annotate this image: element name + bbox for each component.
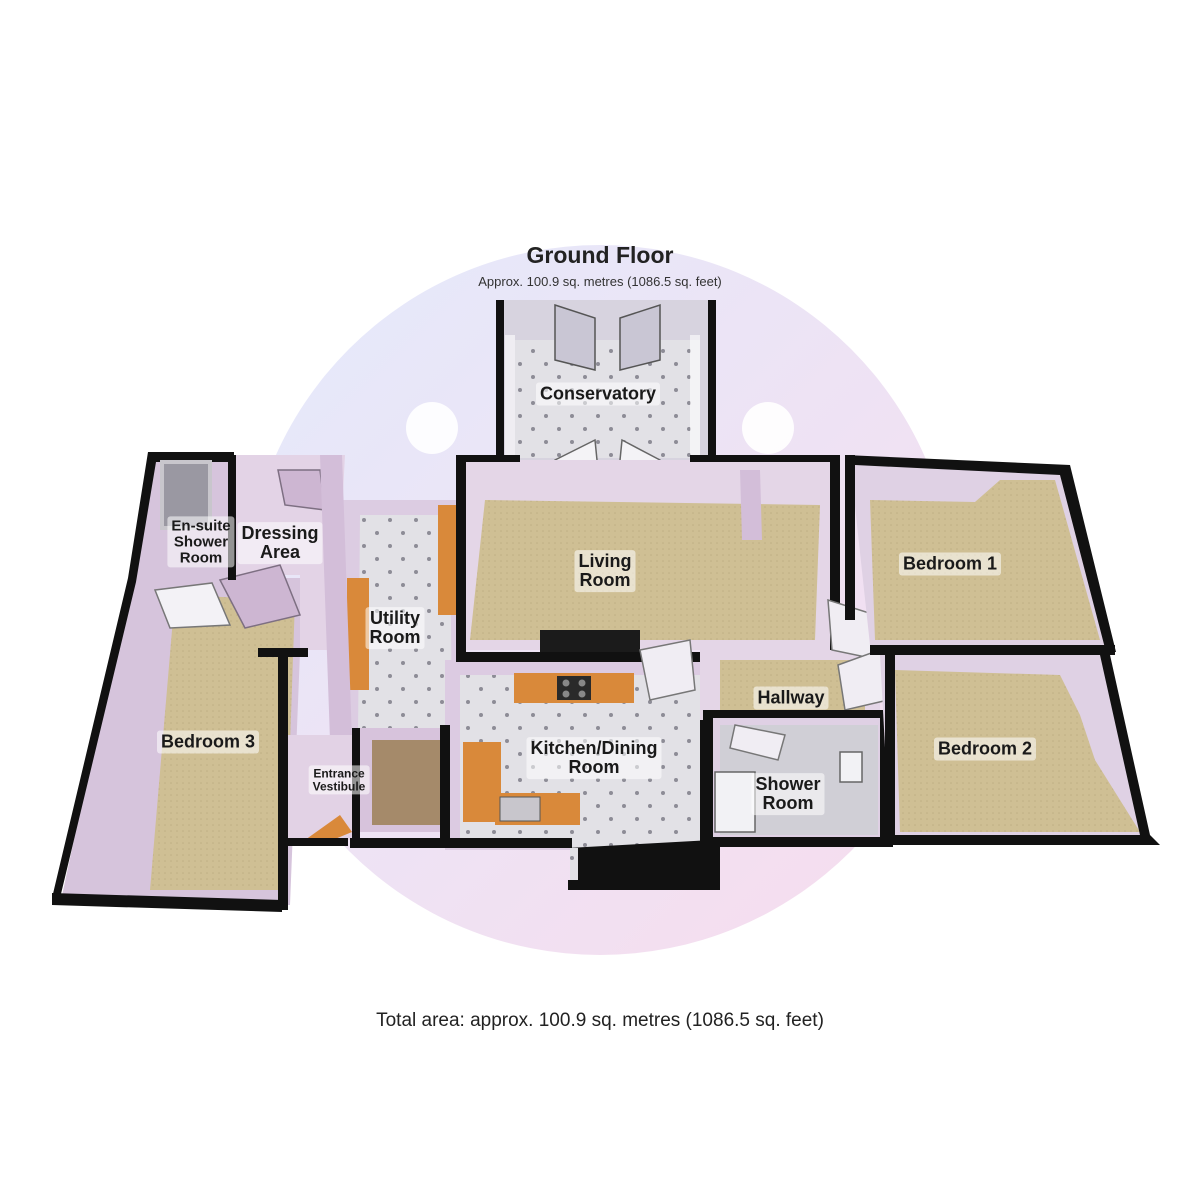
- hallway-room: [639, 598, 889, 720]
- living-room: [456, 455, 840, 662]
- bedroom1-label: Bedroom 1: [898, 552, 1002, 576]
- bedroom3-label: Bedroom 3: [156, 730, 260, 754]
- conservatory-label: Conservatory: [535, 382, 661, 406]
- cupboard-room: [352, 728, 445, 838]
- fireplace: [540, 630, 640, 654]
- living-room-label: Living Room: [574, 550, 636, 592]
- entrance-vestibule-label: Entrance Vestibule: [308, 765, 370, 795]
- dressing-area-label: Dressing Area: [237, 522, 323, 564]
- sink-icon: [499, 796, 541, 822]
- utility-room-label: Utility Room: [365, 607, 425, 649]
- ensuite-label: En-suite Shower Room: [167, 516, 235, 568]
- shower-tray: [714, 771, 756, 833]
- shower-room-label: Shower Room: [751, 773, 825, 815]
- bedroom2-label: Bedroom 2: [933, 737, 1037, 761]
- conservatory-door-left: [554, 303, 596, 371]
- total-area: Total area: approx. 100.9 sq. metres (10…: [376, 1010, 824, 1031]
- watermark-dot-left: [406, 402, 458, 454]
- floor-area: Approx. 100.9 sq. metres (1086.5 sq. fee…: [478, 274, 722, 289]
- hallway-label: Hallway: [753, 686, 829, 710]
- ensuite-door: [153, 582, 232, 629]
- conservatory-door-right: [619, 303, 661, 371]
- kitchen-dining-label: Kitchen/Dining Room: [526, 737, 662, 779]
- watermark-dot-right: [742, 402, 794, 454]
- conservatory-room: [496, 300, 716, 501]
- basin: [839, 751, 863, 783]
- hob-icon: [557, 676, 591, 700]
- floor-title: Ground Floor: [526, 242, 674, 268]
